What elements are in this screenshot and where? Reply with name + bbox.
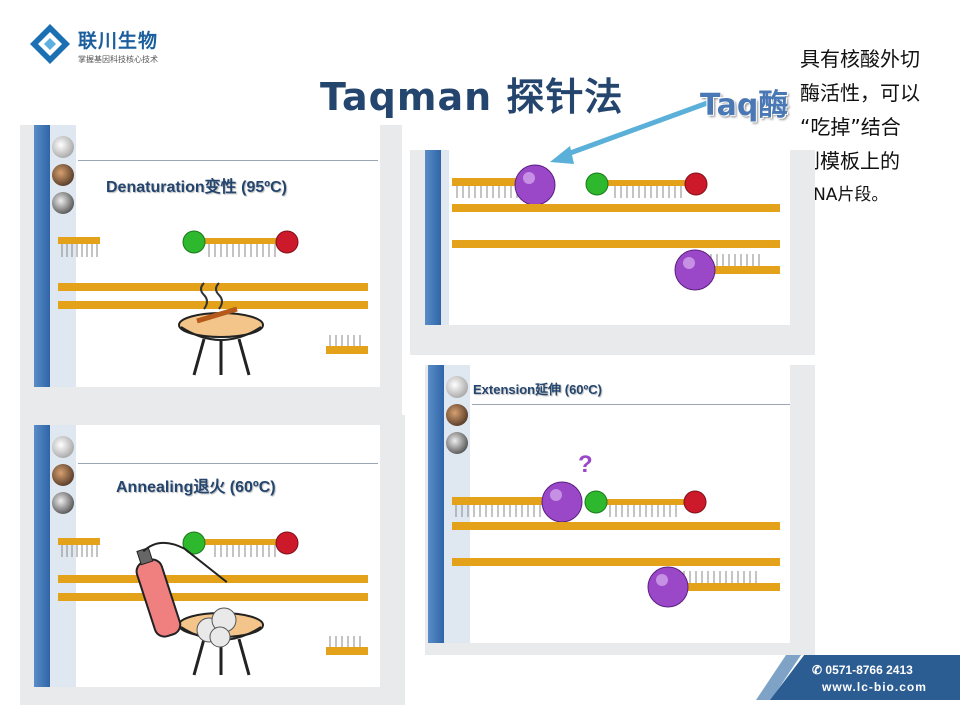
- panel-side-bar: [428, 365, 444, 643]
- company-logo: 联川生物 掌握基因科技核心技术: [28, 22, 228, 72]
- question-mark: ?: [578, 451, 593, 478]
- heat-grill-icon: [178, 282, 264, 376]
- pointer-arrow-icon: [550, 99, 711, 164]
- divider: [78, 160, 378, 161]
- smoke-cloud-icon: [196, 607, 237, 648]
- brand-tagline: 掌握基因科技核心技术: [78, 55, 158, 64]
- photo-thumbnail-icon: [52, 436, 74, 458]
- description-line: 具有核酸外切: [800, 47, 920, 71]
- contact-footer: ✆ 0571-8766 2413 www.lc-bio.com: [756, 655, 960, 700]
- denaturation-panel: Denaturation变性 (95ºC): [34, 125, 380, 387]
- enzyme-description: 具有核酸外切 酶活性，可以 “吃掉”结合 到模板上的 DNA片段。: [800, 42, 960, 212]
- annealing-diagram: [58, 531, 368, 676]
- photo-thumbnail-icon: [446, 432, 468, 454]
- cleavage-diagram: [452, 164, 780, 291]
- logo-mark-icon: [30, 24, 70, 64]
- divider: [78, 463, 378, 464]
- panel-icons: [50, 433, 76, 520]
- brand-name: 联川生物: [78, 30, 159, 52]
- description-line: DNA片段。: [800, 185, 889, 205]
- panel-icons: [444, 373, 470, 460]
- denaturation-diagram: [58, 230, 368, 376]
- annealing-panel: Annealing退火 (60ºC): [34, 425, 380, 687]
- photo-thumbnail-icon: [446, 404, 468, 426]
- fire-extinguisher-icon: [135, 541, 228, 638]
- photo-thumbnail-icon: [52, 136, 74, 158]
- photo-thumbnail-icon: [52, 164, 74, 186]
- panel-side-bar-light: [441, 150, 449, 325]
- description-line: “吃掉”结合: [800, 115, 901, 139]
- cleavage-panel: [425, 150, 790, 325]
- annealing-label: Annealing退火 (60ºC): [116, 479, 276, 496]
- description-line: 酶活性，可以: [800, 81, 920, 105]
- photo-thumbnail-icon: [52, 192, 74, 214]
- extension-panel: Extension延伸 (60ºC) ?: [428, 365, 790, 643]
- photo-thumbnail-icon: [446, 376, 468, 398]
- panel-side-bar: [34, 425, 50, 687]
- panel-icons: [50, 133, 76, 220]
- taq-enzyme-label: Taq酶: [700, 88, 789, 123]
- description-line: 到模板上的: [800, 149, 900, 173]
- extension-diagram: [452, 481, 780, 608]
- panel-side-bar: [34, 125, 50, 387]
- extension-label: Extension延伸 (60ºC): [473, 382, 602, 397]
- contact-phone: ✆ 0571-8766 2413: [812, 663, 913, 677]
- footer-banner: [770, 655, 960, 700]
- divider: [472, 404, 790, 405]
- photo-thumbnail-icon: [52, 464, 74, 486]
- denaturation-label: Denaturation变性 (95ºC): [106, 179, 287, 196]
- photo-thumbnail-icon: [52, 492, 74, 514]
- panel-side-bar: [425, 150, 441, 325]
- contact-website[interactable]: www.lc-bio.com: [822, 680, 927, 694]
- page-title: Taqman 探针法: [320, 75, 624, 119]
